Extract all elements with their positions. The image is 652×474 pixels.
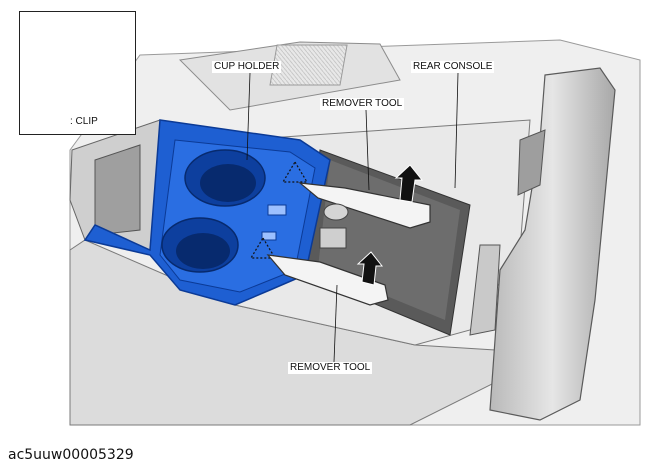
cup-holder-tab xyxy=(267,204,287,216)
vent-grille xyxy=(269,44,348,86)
remover-tool-top xyxy=(298,182,431,229)
clip-legend-label: : CLIP xyxy=(70,116,98,127)
leader-line xyxy=(454,72,459,189)
cup-well-front-inner xyxy=(200,164,256,202)
leader-line xyxy=(365,109,370,191)
label-remover-tool-bottom: REMOVER TOOL xyxy=(288,362,373,374)
switch-detail xyxy=(323,203,349,221)
clip-inset: : CLIP xyxy=(19,11,136,135)
figure-id: ac5uuw00005329 xyxy=(8,447,134,463)
leader-line xyxy=(246,72,251,161)
label-remover-tool-top: REMOVER TOOL xyxy=(320,98,405,110)
switch-detail xyxy=(319,227,347,249)
cup-well-rear-inner xyxy=(176,233,230,269)
armrest-hinge xyxy=(469,244,501,336)
label-rear-console: REAR CONSOLE xyxy=(411,61,495,73)
cup-holder-tab xyxy=(261,231,277,241)
left-bracket xyxy=(94,144,141,236)
arrow-icon xyxy=(394,164,424,203)
label-cup-holder: CUP HOLDER xyxy=(212,61,282,73)
armrest-edge xyxy=(517,129,546,196)
armrest xyxy=(489,67,616,421)
leader-line xyxy=(333,284,338,363)
remover-tool-bottom xyxy=(266,254,389,306)
arrow-icon xyxy=(356,251,384,286)
